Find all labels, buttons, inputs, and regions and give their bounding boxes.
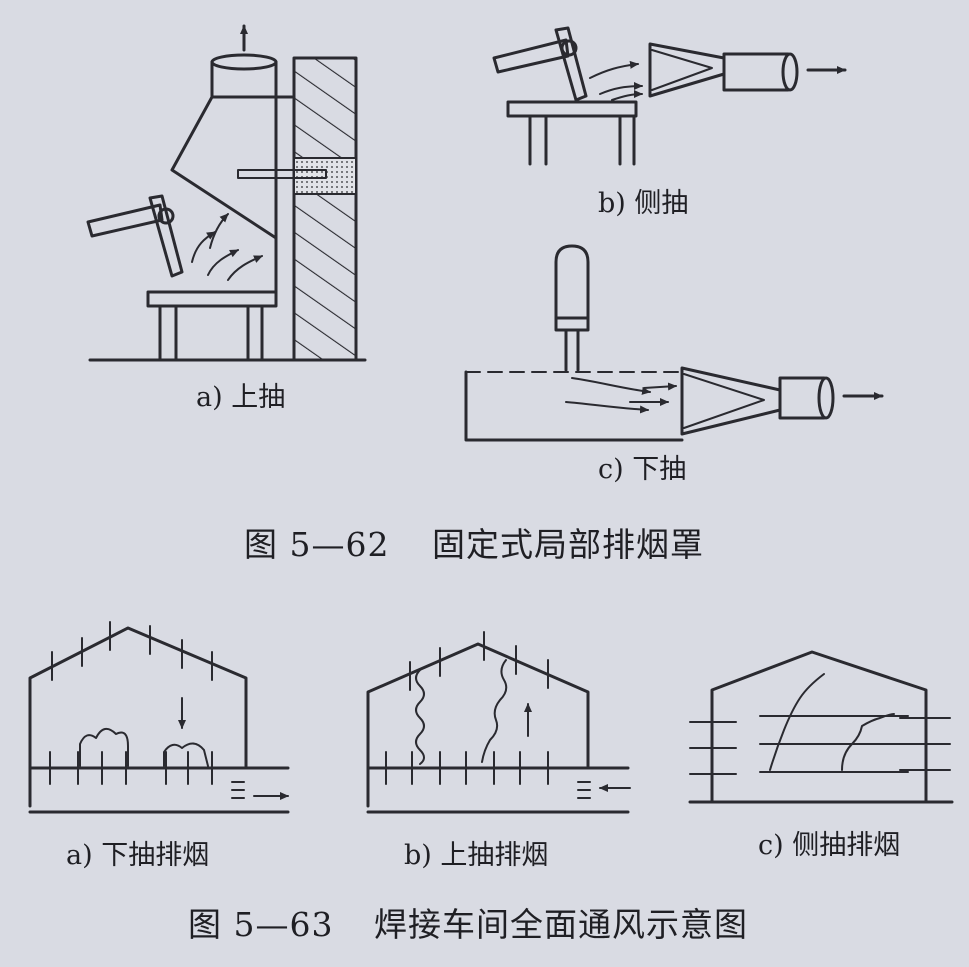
worktable bbox=[464, 370, 684, 442]
caption-63b: b) 上抽排烟 bbox=[404, 840, 549, 871]
workbench bbox=[506, 100, 638, 118]
figure-63-title: 焊接车间全面通风示意图 bbox=[374, 905, 748, 944]
hood-bottom-extraction bbox=[464, 244, 884, 442]
figure-63-number: 图 5—63 bbox=[188, 905, 334, 944]
hood bbox=[170, 95, 278, 240]
caption-62b: b) 侧抽 bbox=[598, 188, 689, 219]
duct bbox=[778, 376, 826, 420]
welding-torch-icon bbox=[492, 26, 588, 102]
figure-62-number: 图 5—62 bbox=[244, 525, 390, 564]
duct bbox=[722, 52, 790, 92]
figure-62-title: 固定式局部排烟罩 bbox=[432, 525, 704, 564]
workshop-top-extraction bbox=[366, 631, 631, 814]
caption-63c: c) 侧抽排烟 bbox=[758, 830, 901, 861]
workshop-side-extraction bbox=[688, 650, 954, 804]
workbench bbox=[146, 290, 278, 308]
exhaust-pipe bbox=[210, 60, 278, 99]
wall-hatching bbox=[294, 58, 356, 360]
support-rod bbox=[237, 169, 327, 179]
hood-top-extraction bbox=[86, 24, 367, 362]
welding-torch-icon bbox=[86, 194, 184, 278]
caption-62a: a) 上抽 bbox=[196, 382, 286, 413]
workshop-bottom-extraction bbox=[28, 621, 290, 814]
hood-side-extraction bbox=[492, 26, 847, 166]
caption-62c: c) 下抽 bbox=[598, 454, 687, 485]
caption-63a: a) 下抽排烟 bbox=[66, 840, 210, 871]
wall bbox=[292, 56, 358, 362]
welding-torch-icon bbox=[554, 244, 590, 372]
